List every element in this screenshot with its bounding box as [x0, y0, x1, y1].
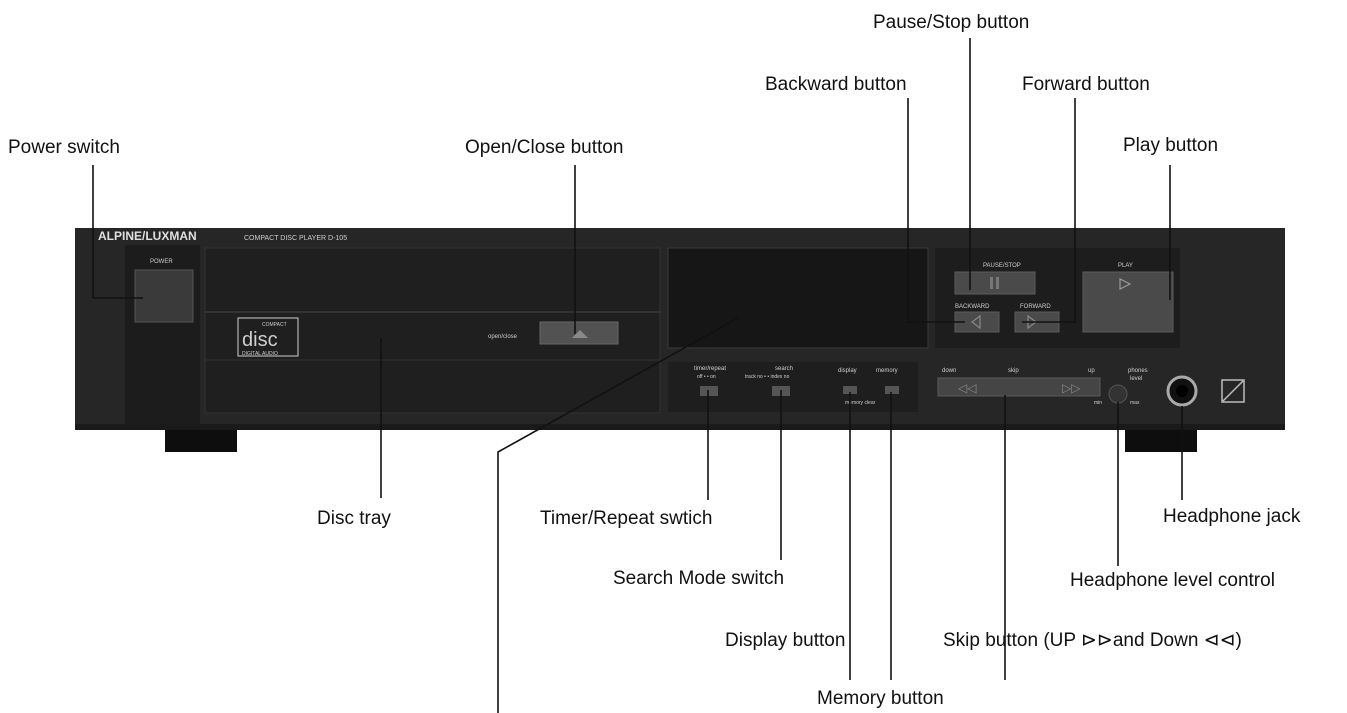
callout-open-close: Open/Close button	[465, 137, 623, 159]
callout-forward: Forward button	[1022, 74, 1150, 96]
callout-disc-tray: Disc tray	[317, 508, 391, 530]
timer-repeat-sub-label: off • • on	[697, 374, 716, 380]
down-label: down	[942, 368, 956, 374]
pause-stop-button[interactable]	[955, 272, 1035, 294]
callout-skip: Skip button (UP ⊳⊳and Down ⊲⊲)	[943, 630, 1242, 652]
pause-icon-bar-left	[990, 277, 993, 289]
headphone-level-knob[interactable]	[1109, 385, 1127, 403]
chassis-bottom-edge	[75, 424, 1285, 430]
search-sub-label: track no • • index no	[745, 374, 790, 380]
callout-headphone-jack: Headphone jack	[1163, 506, 1300, 528]
power-switch[interactable]	[135, 270, 193, 322]
timer-repeat-switch[interactable]	[700, 386, 718, 396]
timer-repeat-label: timer/repeat	[694, 366, 726, 372]
level-label: level	[1130, 376, 1142, 382]
disc-logo-main: disc	[242, 329, 278, 351]
max-label: max	[1130, 400, 1140, 406]
power-label: POWER	[150, 259, 173, 265]
pause-icon-bar-right	[996, 277, 999, 289]
pause-stop-label: PAUSE/STOP	[983, 263, 1021, 269]
skip-down-icon: ◁◁	[958, 381, 977, 395]
backward-label: BACKWARD	[955, 304, 990, 310]
search-label: search	[775, 366, 793, 372]
right-foot	[1125, 430, 1197, 452]
callout-headphone-level: Headphone level control	[1070, 570, 1275, 592]
disc-logo-top: COMPACT	[262, 322, 287, 328]
callout-pause-stop: Pause/Stop button	[873, 12, 1029, 34]
up-label: up	[1088, 368, 1095, 374]
callout-power: Power switch	[8, 137, 120, 159]
min-label: min	[1094, 400, 1102, 406]
open-close-label: open/close	[488, 334, 518, 340]
phones-label: phones	[1128, 368, 1148, 374]
play-label: PLAY	[1118, 263, 1133, 269]
headphone-jack-hole	[1176, 385, 1188, 397]
display-label: display	[838, 368, 857, 374]
memory-label: memory	[876, 368, 898, 374]
callout-search-mode: Search Mode switch	[613, 568, 784, 590]
forward-label: FORWARD	[1020, 304, 1051, 310]
model-label: COMPACT DISC PLAYER D-105	[244, 235, 347, 242]
left-foot	[165, 430, 237, 452]
callout-backward: Backward button	[765, 74, 907, 96]
memory-button[interactable]	[885, 386, 899, 394]
skip-label: skip	[1008, 368, 1019, 374]
callout-display: Display button	[725, 630, 845, 652]
callout-timer-repeat: Timer/Repeat swtich	[540, 508, 712, 530]
play-button[interactable]	[1083, 272, 1173, 332]
display-window	[668, 248, 928, 348]
callout-memory: Memory button	[817, 688, 944, 710]
disc-logo-bottom: DIGITAL AUDIO	[242, 351, 278, 357]
skip-up-icon: ▷▷	[1062, 381, 1081, 395]
brand-logo: ALPINE/LUXMAN	[98, 229, 197, 243]
callout-play: Play button	[1123, 135, 1218, 157]
